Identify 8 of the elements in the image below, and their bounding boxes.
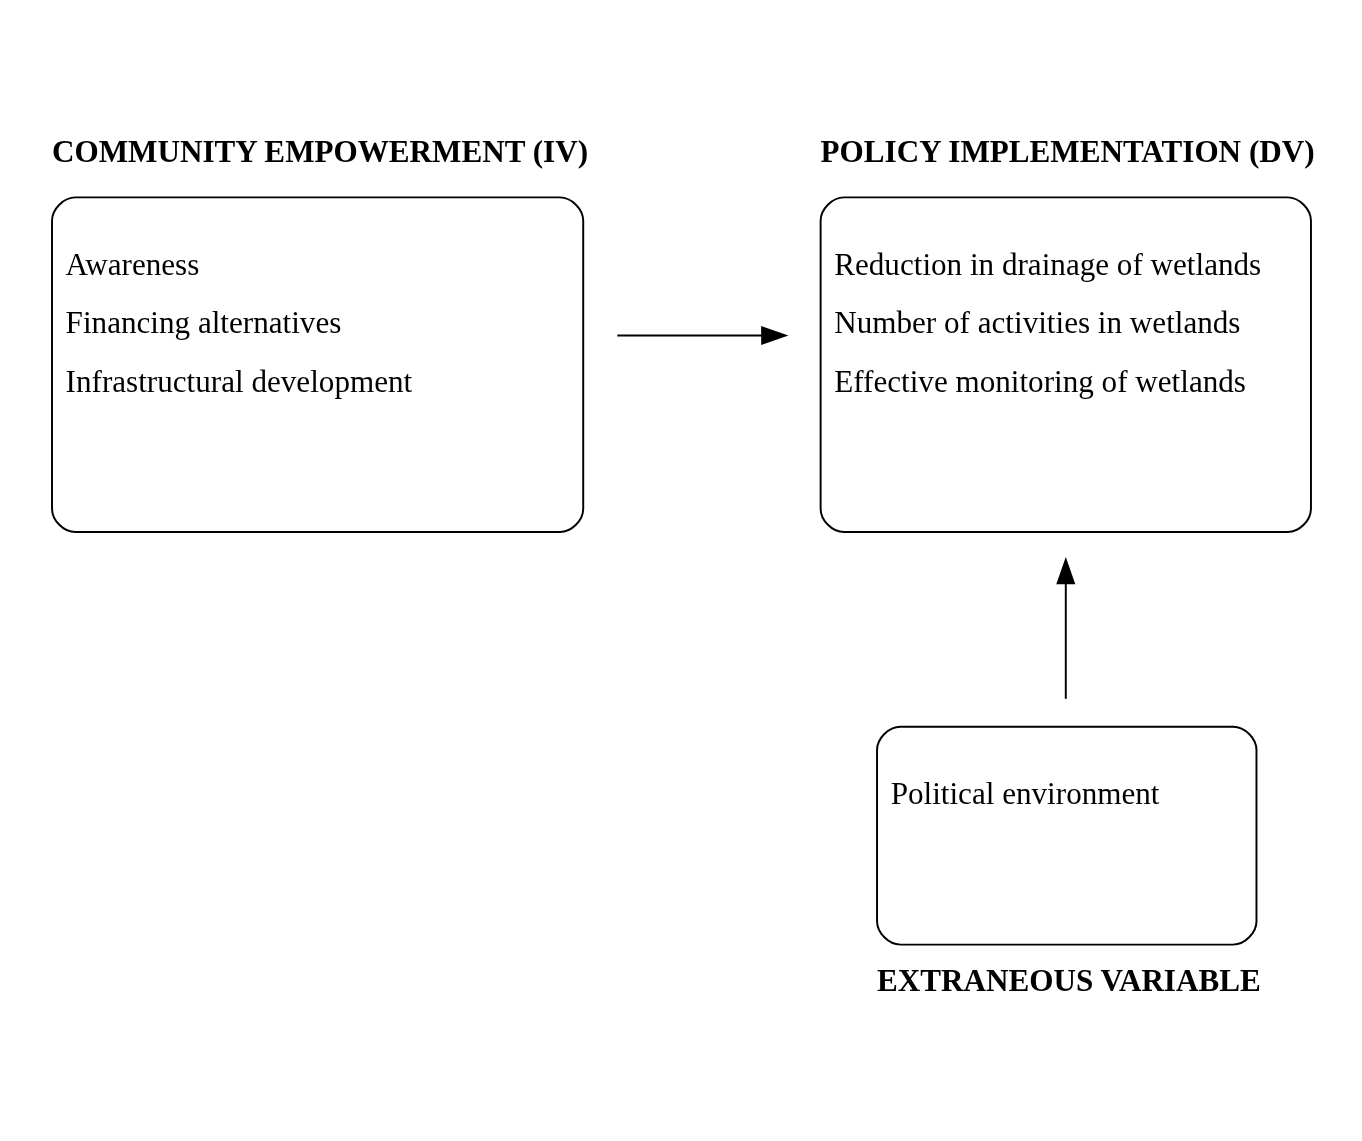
node-label: POLICY IMPLEMENTATION (DV) bbox=[820, 133, 1315, 169]
node-label: EXTRANEOUS VARIABLE bbox=[877, 962, 1261, 998]
arrow bbox=[1056, 556, 1076, 700]
node-label: COMMUNITY EMPOWERMENT (IV) bbox=[52, 133, 589, 169]
node-box: Awareness Financing alternatives Infrastructural development bbox=[51, 195, 585, 533]
arrow bbox=[616, 325, 789, 345]
node-box: Reduction in drainage of wetlands Number of activities in wetlands Effective monitoring of wetlands bbox=[819, 195, 1312, 533]
node-box: Political environment bbox=[876, 725, 1258, 946]
